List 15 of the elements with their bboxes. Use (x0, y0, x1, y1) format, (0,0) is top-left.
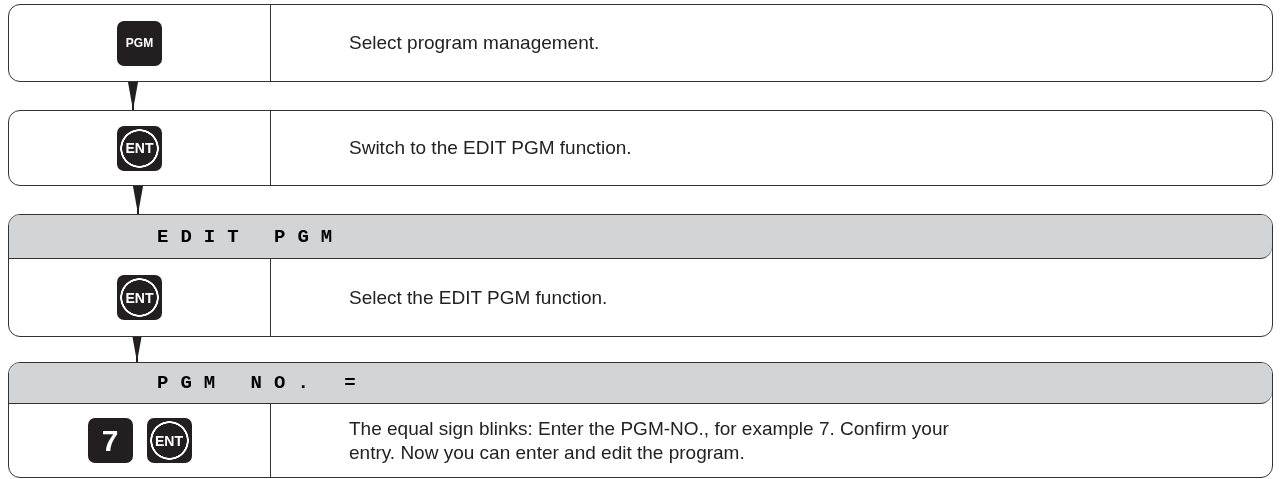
key-cap: ENT (117, 125, 162, 171)
instruction-text: Switch to the EDIT PGM function. (349, 136, 632, 160)
key-cap: ENT (146, 418, 192, 463)
instruction-text: Select the EDIT PGM function. (349, 285, 608, 310)
key-cap: ENT (117, 275, 162, 320)
instruction-text: The equal sign blinks: Enter the PGM-NO., for example 7. Confirm your entry. Now you can enter and edit the program. (349, 416, 949, 465)
step-box (8, 362, 1273, 478)
key-cap: PGM (117, 20, 162, 66)
display-text: PGM NO. = (9, 363, 1272, 404)
key-cap: 7 (87, 418, 133, 463)
step-box (8, 110, 1273, 186)
step-box (8, 214, 1273, 337)
instruction-text: Select program management. (349, 31, 600, 55)
display-text: EDIT PGM (9, 215, 1272, 259)
step-box (8, 4, 1273, 82)
